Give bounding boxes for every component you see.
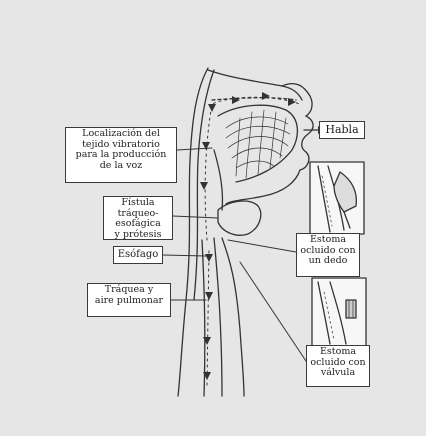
label-habla: Habla — [319, 121, 365, 139]
label-stoma-finger: Estoma ocluido con un dedo — [296, 233, 360, 277]
label-vibratory-tissue: Localización del tejido vibratorio para … — [65, 127, 177, 183]
label-esophagus: Esófago — [113, 246, 163, 264]
label-trachea: Tráquea y aire pulmonar — [87, 283, 171, 317]
head-cross-section-icon — [178, 68, 324, 396]
stoma-finger-inset-icon — [310, 162, 364, 234]
airflow-arrow-icon — [200, 92, 296, 380]
stoma-valve-inset-icon — [312, 278, 366, 346]
label-fistula: Fístula tráqueo-esofágica y prótesis — [103, 196, 173, 240]
label-stoma-valve: Estoma ocluido con válvula — [306, 345, 370, 387]
